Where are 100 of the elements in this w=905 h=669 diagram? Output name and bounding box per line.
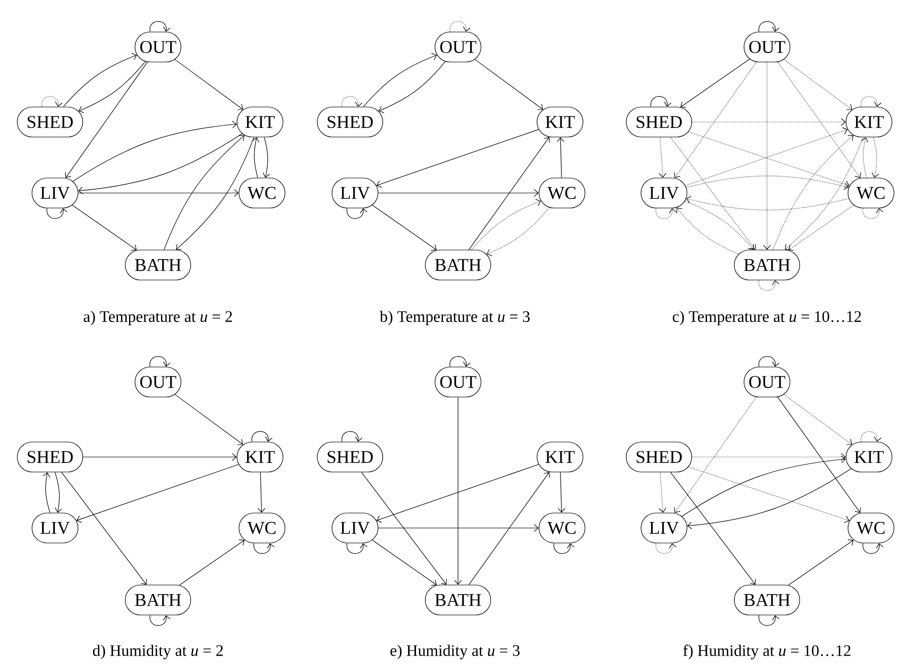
state-node: BATH (124, 250, 192, 280)
state-node: WC (848, 178, 894, 208)
arrow (784, 394, 852, 446)
arrow (684, 200, 754, 250)
arrow (670, 472, 756, 585)
arrow (78, 61, 146, 113)
state-node: WC (538, 178, 586, 208)
arrow (486, 207, 550, 256)
arrow (788, 204, 854, 251)
state-node: SHED (16, 442, 84, 472)
arrow (82, 453, 237, 461)
arrow (872, 137, 880, 178)
state-node: SHED (316, 442, 384, 472)
loop-arrow (254, 543, 275, 554)
loop-arrow (860, 431, 882, 442)
arrow (179, 539, 245, 586)
arrow (176, 137, 254, 250)
state-node: WC (538, 512, 586, 544)
arrow (468, 472, 550, 585)
loop-arrow (450, 356, 471, 367)
arrow (468, 137, 550, 250)
loop-arrow (862, 543, 884, 554)
state-node: LIV (332, 178, 378, 208)
loop-arrow (758, 280, 780, 291)
state-node: SHED (316, 106, 384, 138)
arrow (72, 204, 137, 251)
arrow (376, 464, 539, 523)
arrow (65, 62, 148, 178)
arrow (361, 472, 447, 585)
arrow (784, 59, 852, 110)
arrow (474, 59, 544, 110)
loop-arrow (656, 543, 677, 554)
loop-arrow (758, 356, 780, 367)
arrow (376, 129, 539, 188)
loop-arrow (862, 208, 884, 219)
arrow (372, 204, 437, 251)
state-node: OUT (744, 366, 790, 398)
arrow (658, 137, 666, 178)
state-node: SHED (626, 442, 692, 472)
arrow (777, 62, 861, 178)
arrow (42, 472, 50, 513)
state-node: BATH (424, 250, 492, 280)
arrow (686, 196, 850, 210)
caption: f) Humidity at u = 10…12 (683, 644, 850, 660)
arrow (692, 118, 846, 126)
arrow (784, 137, 864, 250)
state-node: OUT (134, 366, 182, 398)
arrow (658, 472, 666, 513)
state-node: LIV (32, 178, 78, 208)
arrow (682, 456, 846, 517)
state-node: LIV (640, 178, 688, 208)
arrow (788, 539, 854, 586)
arrow (63, 53, 137, 107)
arrow (61, 472, 147, 585)
loop-arrow (42, 96, 63, 107)
caption: d) Humidity at u = 2 (92, 644, 223, 660)
state-node: KIT (846, 106, 892, 138)
arrow (674, 396, 757, 513)
state-node: LIV (32, 512, 78, 544)
arrow (252, 137, 260, 178)
state-node: BATH (734, 250, 800, 280)
state-node: KIT (846, 442, 892, 472)
arrow (674, 62, 757, 178)
arrow (676, 208, 739, 254)
state-node: BATH (424, 584, 492, 616)
loop-arrow (758, 21, 780, 32)
state-node: KIT (236, 106, 284, 138)
arrow (78, 189, 239, 197)
state-node: LIV (640, 512, 688, 544)
loop-arrow (650, 96, 672, 107)
arrow (692, 453, 846, 461)
arrow (680, 58, 750, 108)
loop-arrow (656, 208, 677, 219)
state-node: WC (848, 512, 894, 544)
arrow (670, 137, 756, 250)
state-node: OUT (134, 32, 182, 62)
arrow (772, 135, 854, 250)
arrow (174, 394, 244, 446)
arrow (686, 176, 849, 190)
state-node: LIV (332, 512, 378, 544)
arrow (556, 137, 564, 178)
arrow (558, 472, 566, 513)
state-node: OUT (744, 32, 790, 62)
arrow (372, 540, 437, 586)
state-node: SHED (626, 106, 692, 138)
loop-arrow (150, 356, 171, 367)
state-node: WC (238, 512, 286, 544)
arrow (363, 53, 437, 107)
arrow (174, 59, 244, 110)
arrow (777, 396, 861, 513)
state-node: OUT (434, 366, 482, 398)
loop-arrow (150, 21, 171, 32)
state-node: BATH (124, 584, 192, 616)
arrow (471, 198, 541, 250)
arrow (454, 397, 462, 585)
arrow (54, 472, 62, 513)
arrow (378, 61, 446, 113)
state-node: WC (238, 178, 286, 208)
loop-arrow (342, 431, 363, 442)
state-node: BATH (734, 584, 800, 616)
